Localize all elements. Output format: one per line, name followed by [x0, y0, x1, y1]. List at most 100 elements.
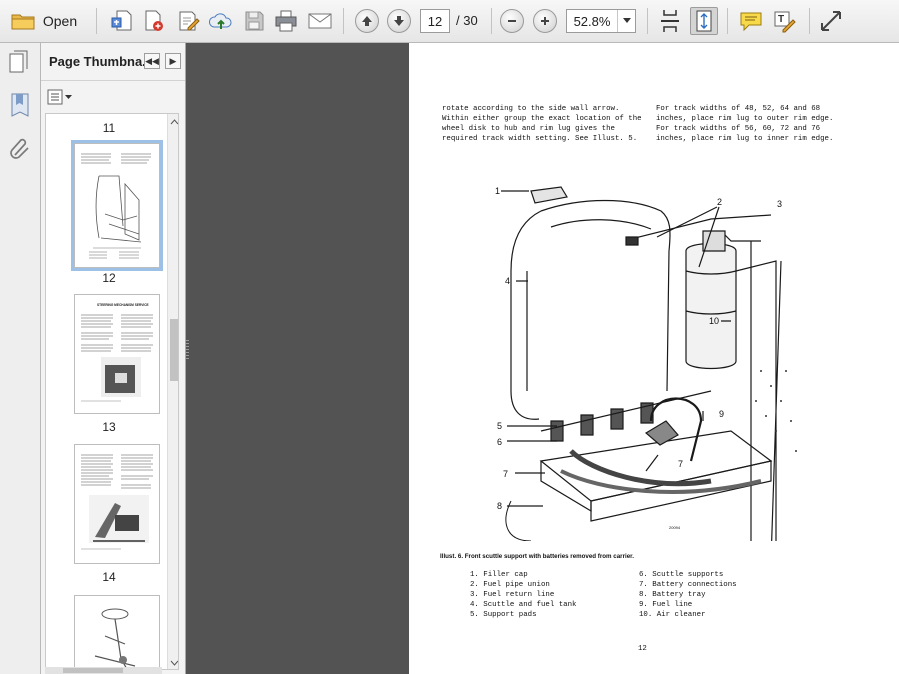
chevron-down-icon[interactable]	[617, 10, 635, 32]
thumbnail-page-15[interactable]	[74, 595, 160, 669]
panel-resize-handle[interactable]	[186, 340, 189, 360]
document-page: rotate according to the side wall arrow.…	[409, 43, 899, 674]
scrolling-mode-button[interactable]	[656, 7, 684, 35]
edit-pdf-button[interactable]	[174, 7, 202, 35]
previous-page-button[interactable]	[353, 7, 381, 35]
bookmark-icon	[11, 93, 29, 117]
zoom-out-button[interactable]	[498, 7, 526, 35]
figure-caption: Illust. 6. Front scuttle support with ba…	[440, 553, 634, 560]
text-line: required track width setting. See Illust…	[442, 135, 638, 143]
minus-icon	[500, 9, 524, 33]
thumb13-heading: STEERING MECHANISM SERVICE	[97, 303, 149, 307]
next-page-button[interactable]	[385, 7, 413, 35]
attachments-toggle[interactable]	[7, 135, 33, 161]
toolbar-separator	[343, 8, 344, 34]
thumbnails-list[interactable]: 11 12 STEERING MECHANISM SERVICE	[45, 113, 179, 670]
bookmarks-toggle[interactable]	[7, 92, 33, 118]
callout: 8	[497, 501, 502, 511]
total-pages: / 30	[456, 13, 478, 28]
text-line: Within either group the exact location o…	[442, 115, 642, 123]
zoom-level-select[interactable]	[566, 9, 636, 33]
scroll-up-icon[interactable]	[168, 116, 179, 128]
thumbnail-label: 13	[102, 420, 116, 434]
folder-icon	[11, 14, 35, 30]
legend-item: 4. Scuttle and fuel tank	[470, 601, 577, 609]
thumbnail-preview	[81, 153, 151, 259]
speech-bubble-icon	[740, 12, 762, 32]
thumbnail-label: 12	[102, 271, 116, 285]
double-chevron-left-icon: ◀◀	[145, 55, 159, 66]
thumbnail-page-12[interactable]	[71, 140, 163, 271]
legend-item: 9. Fuel line	[639, 601, 693, 609]
legend-item: 3. Fuel return line	[470, 591, 555, 599]
callout: 6	[497, 437, 502, 447]
scrollbar-thumb[interactable]	[170, 319, 178, 381]
legend-item: 7. Battery connections	[639, 581, 737, 589]
thumbnail-label: 14	[102, 570, 116, 584]
callout: 1	[495, 186, 500, 196]
chevron-right-icon: ▶	[169, 55, 177, 66]
plus-icon	[533, 9, 557, 33]
legend-item: 8. Battery tray	[639, 591, 706, 599]
highlighter-icon: T	[774, 11, 796, 33]
create-pdf-button[interactable]	[108, 7, 136, 35]
thumbnails-horizontal-scrollbar[interactable]	[45, 667, 162, 674]
thumbnails-scrollbar[interactable]	[167, 114, 179, 669]
text-line: rotate according to the side wall arrow.	[442, 105, 620, 113]
legend-item: 10. Air cleaner	[639, 611, 706, 619]
page-number-input[interactable]	[420, 9, 450, 33]
legend-item: 2. Fuel pipe union	[470, 581, 550, 589]
floppy-disk-icon	[245, 11, 264, 31]
upload-button[interactable]	[207, 7, 235, 35]
arrow-up-icon	[355, 9, 379, 33]
text-line: inches, place rim lug to outer rim edge.	[656, 115, 834, 123]
text-line: For track widths of 56, 60, 72 and 76	[656, 125, 821, 133]
open-button[interactable]: Open	[6, 7, 82, 35]
scuttle-support-illustration: 1 2 3 4 5 6 7 7 8 9 10 20094	[495, 186, 797, 541]
email-button[interactable]	[306, 7, 334, 35]
expand-icon	[821, 11, 841, 31]
callout: 4	[505, 276, 510, 286]
collapse-panel-button[interactable]: ◀◀	[144, 53, 160, 69]
options-list-icon	[47, 89, 72, 105]
text-line: For track widths of 48, 52, 64 and 68	[656, 105, 821, 113]
paperclip-icon	[10, 138, 29, 159]
thumbnail-preview	[94, 608, 136, 669]
callout: 3	[777, 199, 782, 209]
comment-button[interactable]	[737, 7, 765, 35]
panel-menu-button[interactable]: ▶	[165, 53, 181, 69]
thumbnail-options-button[interactable]	[46, 88, 74, 106]
text-line: inches, place rim lug to inner rim edge.	[656, 135, 834, 143]
zoom-in-button[interactable]	[531, 7, 559, 35]
horizontal-scrollbar-thumb[interactable]	[63, 668, 123, 673]
thumbnail-page-13[interactable]: STEERING MECHANISM SERVICE	[74, 294, 160, 414]
zoom-level-input[interactable]	[567, 10, 617, 32]
highlight-text-button[interactable]: T	[770, 7, 798, 35]
svg-text:T: T	[778, 14, 784, 25]
legend-left: 1. Filler cap 2. Fuel pipe union 3. Fuel…	[470, 570, 576, 620]
panel-header: Page Thumbna... ◀◀ ▶	[41, 43, 185, 81]
body-text-right: For track widths of 48, 52, 64 and 68 in…	[656, 104, 833, 144]
figure-code: 20094	[669, 525, 681, 530]
combine-files-button[interactable]	[140, 7, 168, 35]
panel-title: Page Thumbna...	[49, 54, 154, 69]
main-toolbar: Open	[0, 0, 899, 43]
full-screen-button[interactable]	[817, 7, 845, 35]
scroll-down-icon[interactable]	[168, 657, 179, 669]
callout: 7	[503, 469, 508, 479]
envelope-icon	[308, 13, 332, 29]
page-thumbnails-toggle[interactable]	[7, 49, 33, 75]
print-button[interactable]	[272, 7, 300, 35]
thumbnail-preview	[81, 454, 153, 550]
callout: 5	[497, 421, 502, 431]
fit-page-button[interactable]	[690, 7, 718, 35]
toolbar-separator	[491, 8, 492, 34]
pages-icon	[9, 50, 28, 73]
thumbnail-page-14[interactable]	[74, 444, 160, 564]
toolbar-separator	[809, 8, 810, 34]
save-button[interactable]	[240, 7, 268, 35]
callout: 10	[709, 316, 719, 326]
edit-pdf-icon	[179, 11, 200, 31]
page-thumbnails-panel: Page Thumbna... ◀◀ ▶ 11	[41, 43, 186, 674]
open-label: Open	[42, 13, 78, 29]
